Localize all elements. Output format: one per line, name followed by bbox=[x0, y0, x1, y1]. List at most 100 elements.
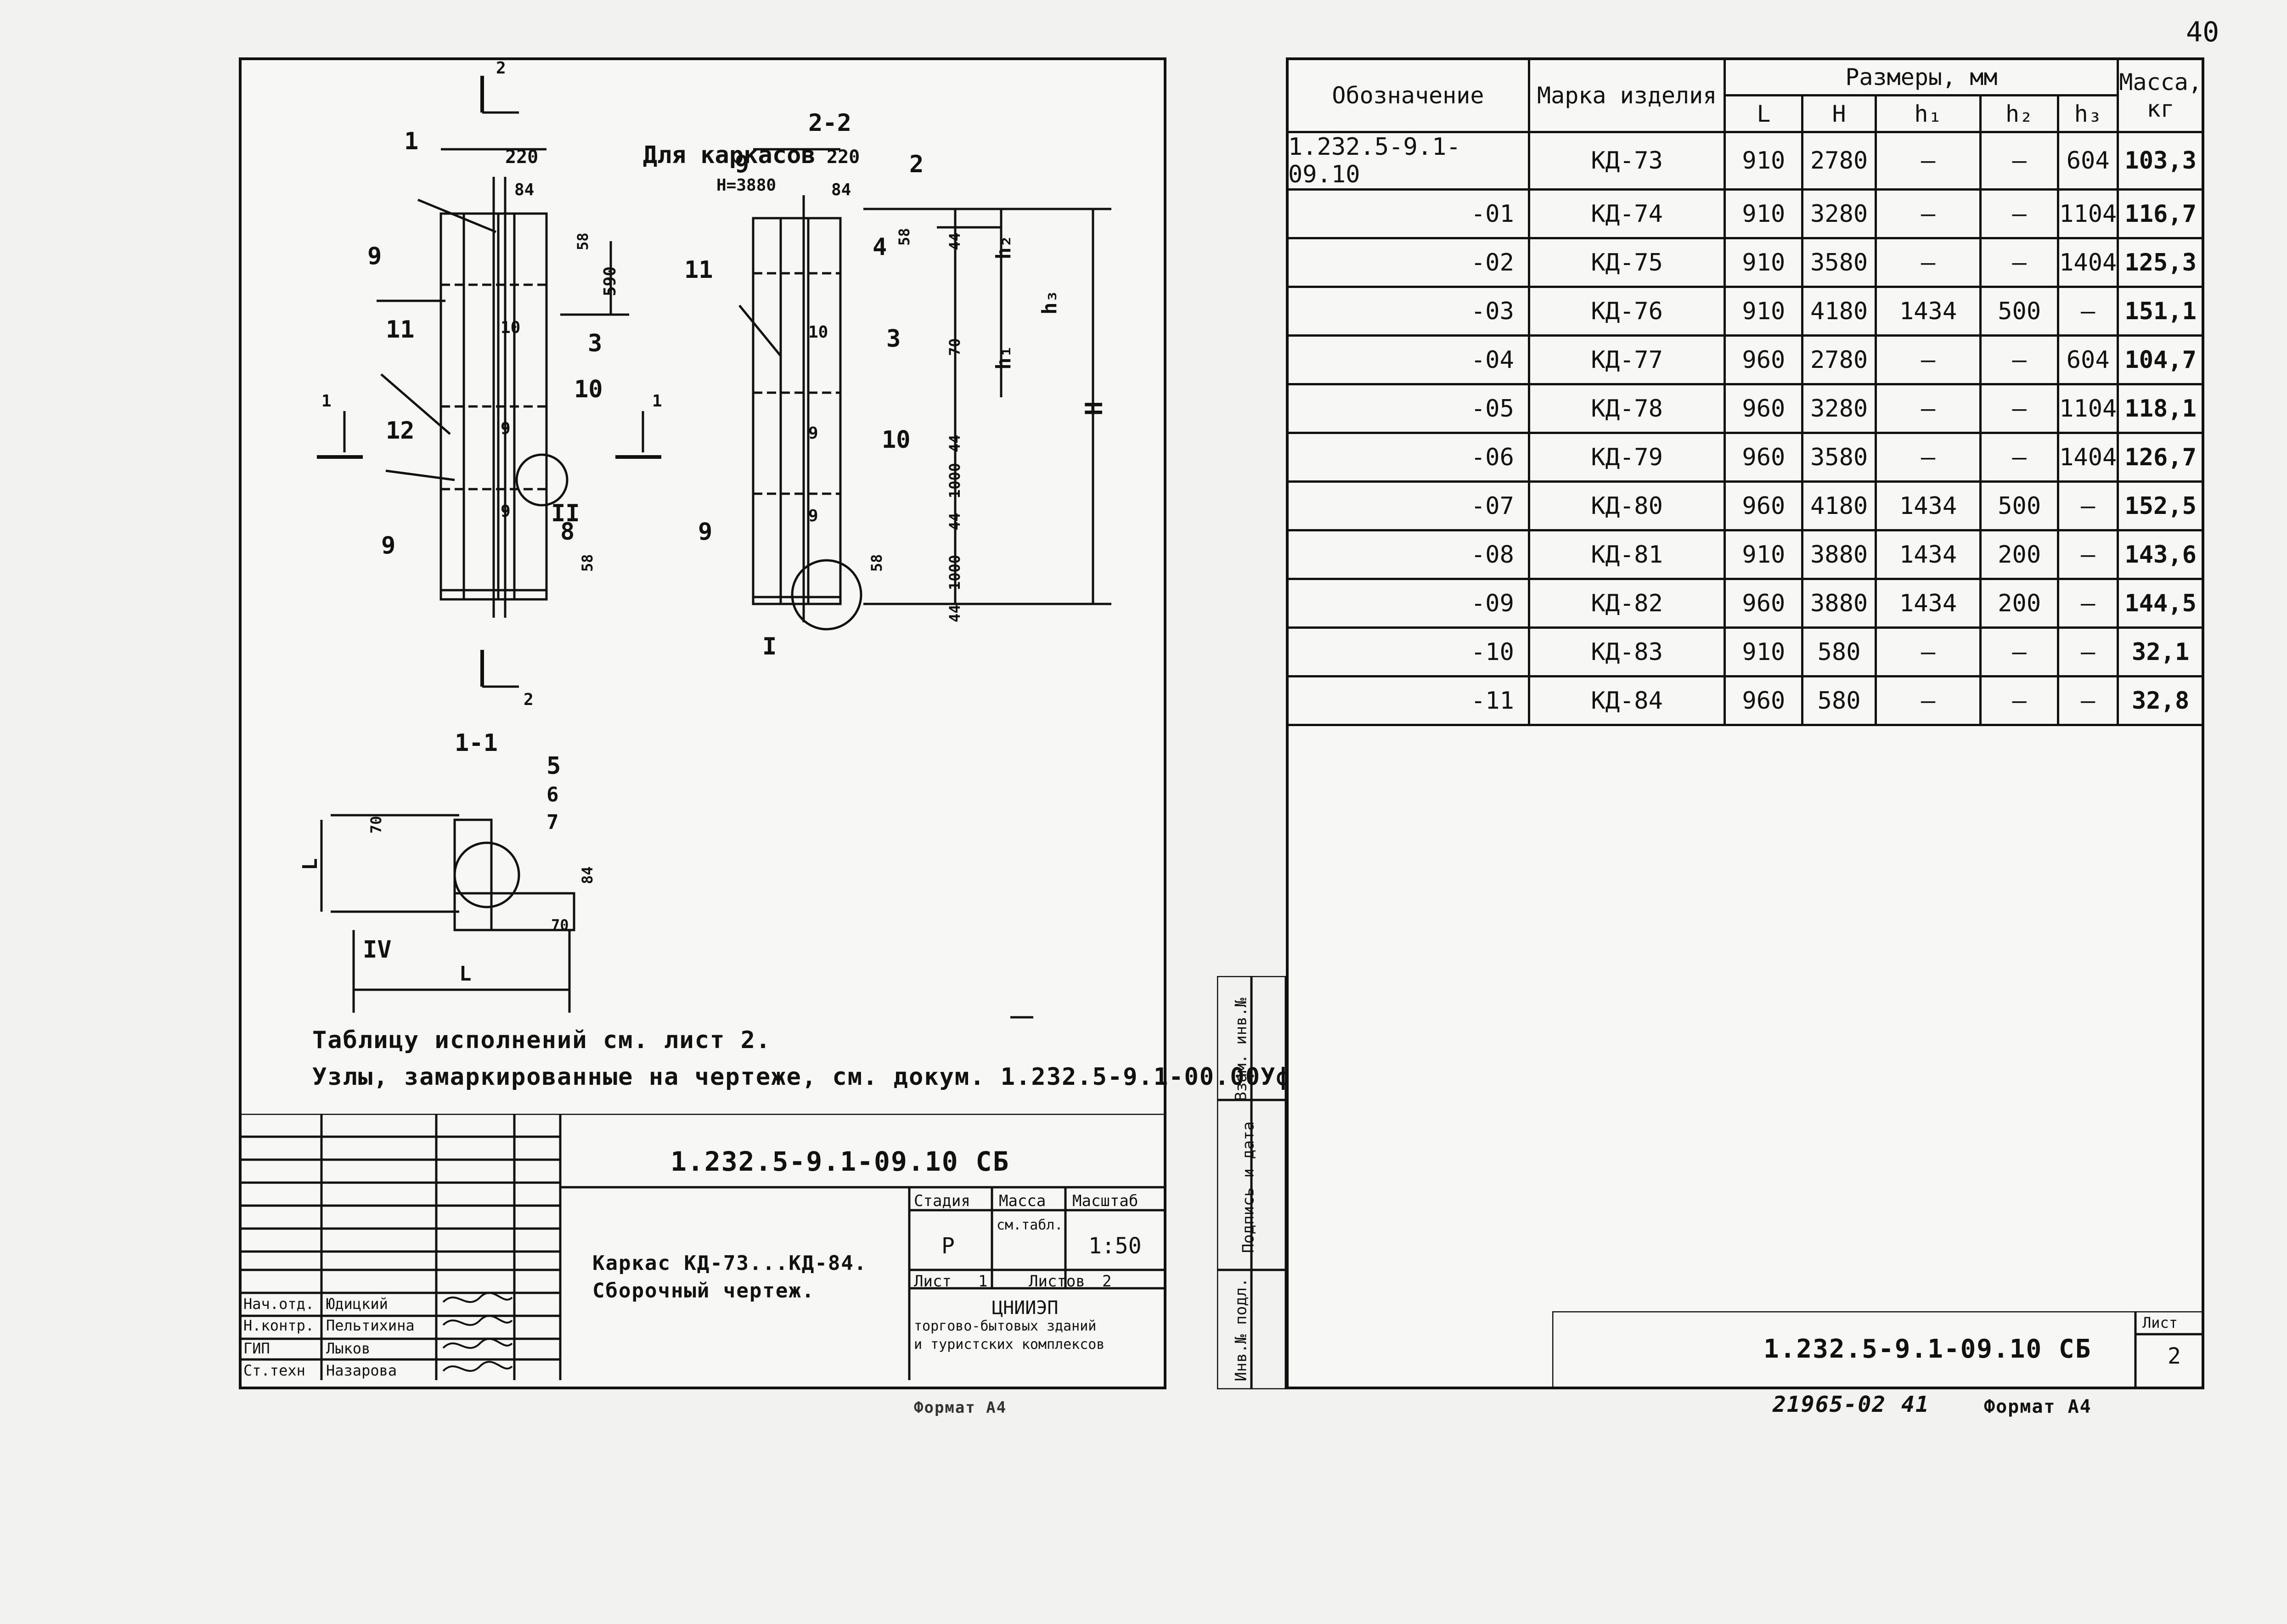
section-2-2-label: 2-2 bbox=[808, 109, 851, 137]
node-II-circle bbox=[515, 453, 569, 507]
cell-dimension: 3280 bbox=[1801, 383, 1877, 434]
cell-dimension: — bbox=[2057, 286, 2119, 337]
header-mark: Марка изделия bbox=[1527, 57, 1726, 133]
cell-designation: -11 bbox=[1286, 675, 1530, 726]
cell-dimension: 580 bbox=[1801, 626, 1877, 677]
h-frames-label: Н=3880 bbox=[716, 176, 776, 195]
page-number: 40 bbox=[2186, 16, 2219, 48]
node-I-circle bbox=[791, 559, 862, 631]
svg-text:44: 44 bbox=[946, 513, 963, 530]
cell-dimension: 1434 bbox=[1874, 578, 1982, 629]
scale-label: Масштаб bbox=[1072, 1192, 1138, 1210]
cell-dimension: 960 bbox=[1724, 334, 1804, 385]
cell-dimension: 3880 bbox=[1801, 529, 1877, 580]
svg-text:70: 70 bbox=[946, 338, 963, 356]
cell-dimension: 960 bbox=[1724, 578, 1804, 629]
svg-text:220: 220 bbox=[505, 147, 538, 168]
cell-dimension: — bbox=[1979, 626, 2060, 677]
svg-text:11: 11 bbox=[684, 256, 713, 284]
cell-dimension: — bbox=[2057, 578, 2119, 629]
cell-dimension: 1104 bbox=[2057, 188, 2119, 239]
cell-dimension: — bbox=[1874, 383, 1982, 434]
sheets-value: 2 bbox=[1102, 1272, 1112, 1291]
title-line-2: Сборочный чертеж. bbox=[592, 1279, 815, 1303]
cell-dimension: 910 bbox=[1724, 188, 1804, 239]
side-label-inv-no: Инв.№ подл. bbox=[1232, 1278, 1251, 1382]
right-title-block bbox=[1552, 1311, 2204, 1389]
signature-name-2: Лыков bbox=[326, 1340, 371, 1357]
svg-text:L: L bbox=[459, 962, 472, 986]
cell-dimension: — bbox=[1874, 432, 1982, 483]
cell-mark: КД-73 bbox=[1527, 131, 1726, 191]
cell-dimension: 3580 bbox=[1801, 432, 1877, 483]
svg-text:3: 3 bbox=[588, 330, 602, 357]
signature-name-0: Юдицкий bbox=[326, 1295, 388, 1313]
title-line-1: Каркас КД-73...КД-84. bbox=[592, 1252, 867, 1275]
svg-text:1: 1 bbox=[321, 392, 332, 411]
header-mass: Масса, кг bbox=[2117, 57, 2204, 133]
cell-dimension: 500 bbox=[1979, 286, 2060, 337]
cell-designation: -10 bbox=[1286, 626, 1530, 677]
cell-dimension: 580 bbox=[1801, 675, 1877, 726]
cell-dimension: 3580 bbox=[1801, 237, 1877, 288]
svg-text:6: 6 bbox=[546, 783, 559, 806]
svg-text:9: 9 bbox=[381, 532, 395, 559]
cell-mass: 32,8 bbox=[2117, 675, 2204, 726]
cell-mass: 152,5 bbox=[2117, 480, 2204, 531]
svg-text:1000: 1000 bbox=[946, 463, 963, 498]
cell-dimension: — bbox=[1979, 675, 2060, 726]
signature-role-0: Нач.отд. bbox=[243, 1295, 315, 1313]
order-page: 41 bbox=[1901, 1392, 1930, 1417]
svg-text:9: 9 bbox=[698, 518, 712, 546]
svg-text:70: 70 bbox=[367, 816, 385, 834]
stage-label: Стадия bbox=[914, 1192, 970, 1210]
cell-mass: 118,1 bbox=[2117, 383, 2204, 434]
cell-dimension: 1434 bbox=[1874, 480, 1982, 531]
svg-text:10: 10 bbox=[574, 376, 603, 403]
svg-text:5: 5 bbox=[546, 752, 561, 780]
cell-dimension: 910 bbox=[1724, 131, 1804, 191]
svg-text:h₃: h₃ bbox=[1038, 290, 1061, 315]
header-h2: h₂ bbox=[1979, 94, 2060, 133]
svg-text:44: 44 bbox=[946, 232, 963, 250]
cell-designation: -07 bbox=[1286, 480, 1530, 531]
svg-text:44: 44 bbox=[946, 604, 963, 622]
org-line-1: ЦНИИЭП bbox=[992, 1297, 1059, 1319]
svg-text:10: 10 bbox=[882, 426, 911, 454]
signature-name-1: Пельтихина bbox=[326, 1317, 415, 1334]
cell-dimension: — bbox=[1874, 131, 1982, 191]
right-sheet-label: Лист bbox=[2142, 1314, 2178, 1331]
sheet-label: Лист bbox=[914, 1272, 952, 1291]
cell-designation: -05 bbox=[1286, 383, 1530, 434]
header-H: H bbox=[1801, 94, 1877, 133]
cell-mark: КД-76 bbox=[1527, 286, 1726, 337]
svg-text:58: 58 bbox=[579, 554, 596, 572]
svg-text:h₂: h₂ bbox=[992, 235, 1015, 259]
document-code: 1.232.5-9.1-09.10 СБ bbox=[670, 1146, 1010, 1177]
cell-mass: 126,7 bbox=[2117, 432, 2204, 483]
svg-text:3: 3 bbox=[886, 325, 901, 353]
cell-dimension: — bbox=[2057, 626, 2119, 677]
cell-dimension: 2780 bbox=[1801, 131, 1877, 191]
svg-text:9: 9 bbox=[501, 502, 511, 521]
cell-mass: 103,3 bbox=[2117, 131, 2204, 191]
cell-dimension: — bbox=[1979, 188, 2060, 239]
cell-dimension: — bbox=[2057, 529, 2119, 580]
stage-value: Р bbox=[941, 1233, 955, 1259]
svg-text:70: 70 bbox=[551, 916, 569, 934]
cell-designation: -08 bbox=[1286, 529, 1530, 580]
cell-designation: -02 bbox=[1286, 237, 1530, 288]
cell-dimension: 960 bbox=[1724, 675, 1804, 726]
order-number: 21965-02 bbox=[1773, 1392, 1887, 1417]
cell-mark: КД-75 bbox=[1527, 237, 1726, 288]
cell-mass: 151,1 bbox=[2117, 286, 2204, 337]
